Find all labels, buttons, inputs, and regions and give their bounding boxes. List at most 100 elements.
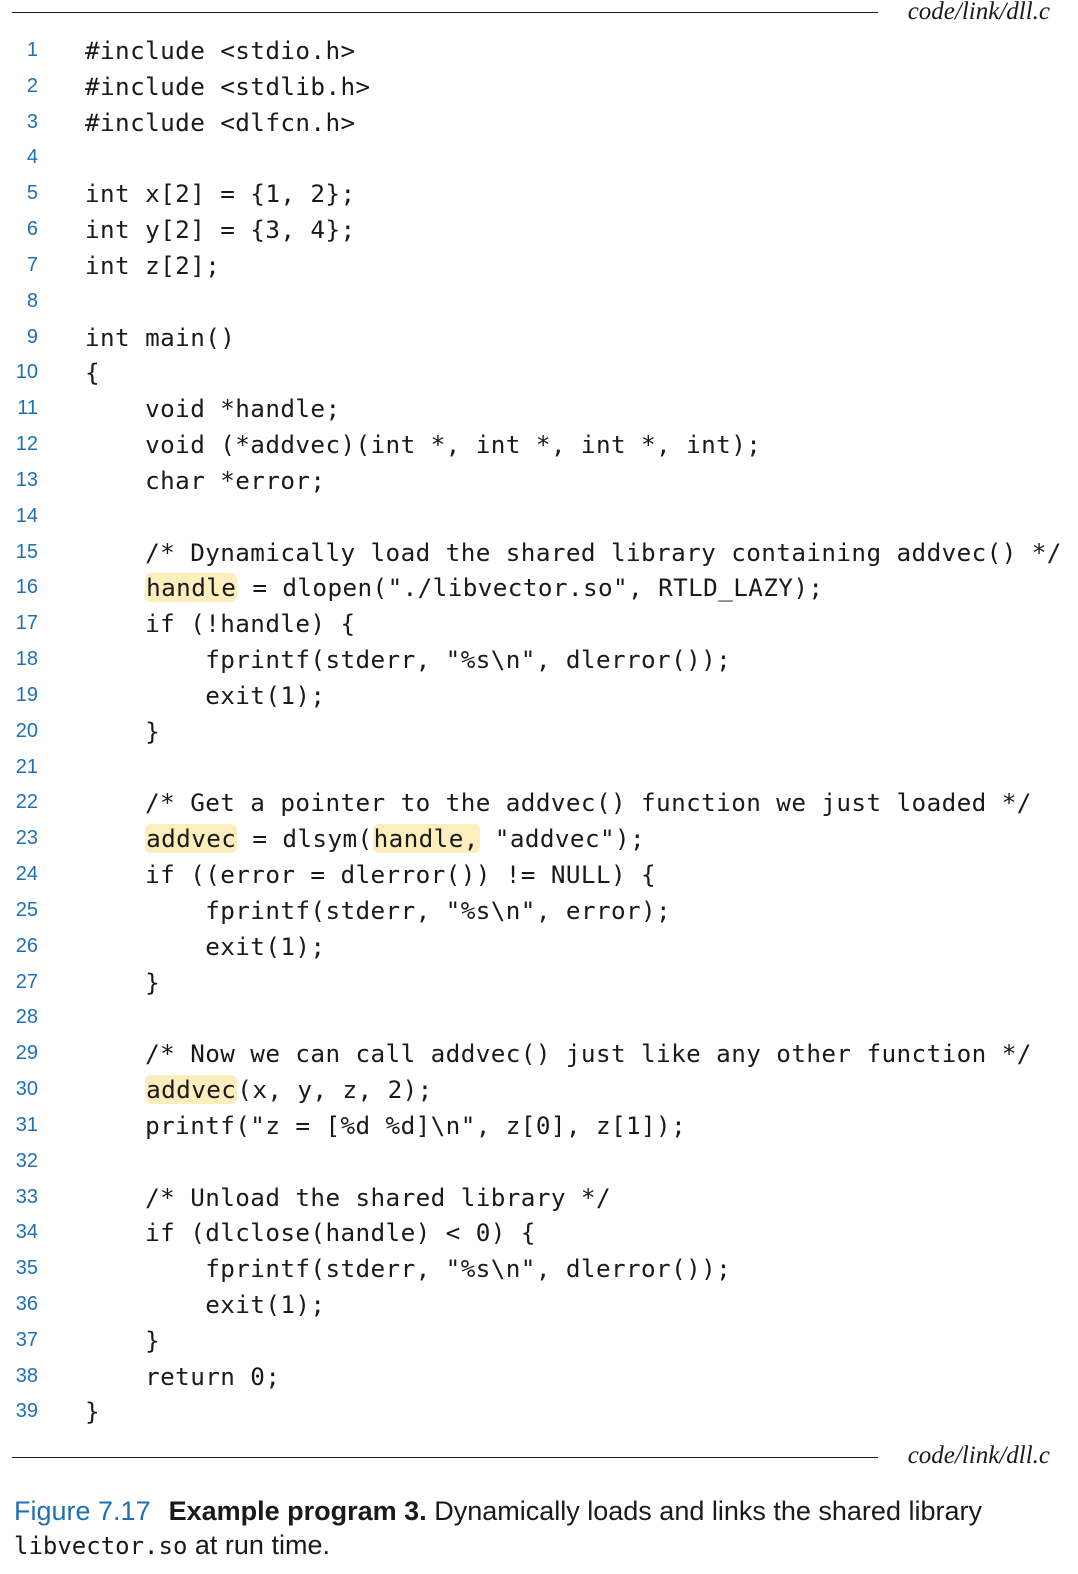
code-line: 13 char *error; <box>0 464 1078 500</box>
code-text: } <box>85 1397 101 1427</box>
file-label-top: code/link/dll.c <box>907 0 1050 25</box>
line-number: 39 <box>15 1400 38 1423</box>
code-line: 28 <box>0 1001 1078 1037</box>
code-line: 5 int x[2] = {1, 2}; <box>0 177 1078 213</box>
code-line: 4 <box>0 141 1078 177</box>
highlighted-token: addvec <box>145 1075 238 1105</box>
code-line: 25 fprintf(stderr, "%s\n", error); <box>0 894 1078 930</box>
code-line: 17 if (!handle) { <box>0 607 1078 643</box>
code-line: 33 /* Unload the shared library */ <box>0 1181 1078 1217</box>
line-number: 13 <box>15 468 38 491</box>
line-number: 18 <box>15 648 38 671</box>
code-line: 39} <box>0 1395 1078 1431</box>
code-line: 2 #include <stdlib.h> <box>0 70 1078 106</box>
code-text: void *handle; <box>85 394 341 424</box>
code-line: 16 handle = dlopen("./libvector.so", RTL… <box>0 571 1078 607</box>
code-line: 24 if ((error = dlerror()) != NULL) { <box>0 858 1078 894</box>
code-line: 23 addvec = dlsym(handle, "addvec"); <box>0 822 1078 858</box>
code-text: handle = dlopen("./libvector.so", RTLD_L… <box>145 573 824 603</box>
highlighted-token: handle, <box>372 824 480 854</box>
caption-text: Dynamically loads and links the shared l… <box>434 1496 982 1526</box>
file-label-bottom: code/link/dll.c <box>907 1442 1050 1469</box>
highlighted-token: handle <box>145 573 238 603</box>
code-listing: 1 #include <stdio.h> 2 #include <stdlib.h> 3… <box>0 34 1078 1431</box>
code-line: 10 { <box>0 356 1078 392</box>
line-number: 2 <box>26 74 38 97</box>
caption-text-after: at run time. <box>194 1530 330 1560</box>
code-line: 37 } <box>0 1324 1078 1360</box>
line-number: 4 <box>26 146 38 169</box>
line-number: 29 <box>15 1042 38 1065</box>
line-number: 10 <box>15 361 38 384</box>
line-number: 6 <box>26 218 38 241</box>
line-number: 1 <box>26 39 38 61</box>
code-text: printf("z = [%d %d]\n", z[0], z[1]); <box>85 1110 687 1140</box>
code-text: #include <stdio.h> <box>85 36 356 65</box>
code-line: 30 addvec(x, y, z, 2); <box>0 1073 1078 1109</box>
line-number: 8 <box>26 289 38 312</box>
code-text: { <box>85 358 101 388</box>
code-text: #include <dlfcn.h> <box>85 107 356 137</box>
code-text: addvec = dlsym(handle, "addvec"); <box>145 824 646 854</box>
code-line: 1 #include <stdio.h> <box>0 34 1078 70</box>
code-text: } <box>85 1325 161 1355</box>
code-line: 21 <box>0 751 1078 787</box>
code-text: addvec(x, y, z, 2); <box>145 1075 433 1105</box>
code-line: 11 void *handle; <box>0 392 1078 428</box>
code-text: if (!handle) { <box>85 609 356 639</box>
code-line: 18 fprintf(stderr, "%s\n", dlerror()); <box>0 643 1078 679</box>
code-line: 26 exit(1); <box>0 930 1078 966</box>
figure-number: Figure 7.17 <box>14 1496 151 1526</box>
line-number: 21 <box>15 755 38 778</box>
code-line: 9 int main() <box>0 321 1078 357</box>
code-line: 27 } <box>0 966 1078 1002</box>
code-line: 38 return 0; <box>0 1360 1078 1396</box>
code-line: 32 <box>0 1145 1078 1181</box>
line-number: 11 <box>17 397 38 420</box>
code-text: /* Unload the shared library */ <box>85 1182 611 1212</box>
code-text: /* Dynamically load the shared library c… <box>85 537 1062 567</box>
code-line: 34 if (dlclose(handle) < 0) { <box>0 1216 1078 1252</box>
code-line: 36 exit(1); <box>0 1288 1078 1324</box>
code-text: fprintf(stderr, "%s\n", error); <box>85 895 672 925</box>
code-line: 8 <box>0 285 1078 321</box>
line-number: 24 <box>15 863 38 886</box>
line-number: 25 <box>15 898 38 921</box>
line-number: 15 <box>15 540 38 563</box>
line-number: 17 <box>15 612 38 635</box>
line-number: 33 <box>15 1185 38 1208</box>
top-rule <box>12 12 878 13</box>
code-text: /* Now we can call addvec() just like an… <box>85 1039 1032 1069</box>
code-text: #include <stdlib.h> <box>85 71 371 101</box>
line-number: 28 <box>15 1006 38 1029</box>
code-line: 20 } <box>0 715 1078 751</box>
line-number: 23 <box>15 827 38 850</box>
code-line: 15 /* Dynamically load the shared librar… <box>0 536 1078 572</box>
code-text: } <box>85 716 161 746</box>
line-number: 27 <box>15 970 38 993</box>
code-line: 3 #include <dlfcn.h> <box>0 106 1078 142</box>
code-text: void (*addvec)(int *, int *, int *, int)… <box>85 430 762 460</box>
line-number: 5 <box>26 182 38 205</box>
code-text: char *error; <box>85 465 326 495</box>
line-number: 3 <box>26 110 38 133</box>
line-number: 20 <box>15 719 38 742</box>
code-line: 35 fprintf(stderr, "%s\n", dlerror()); <box>0 1252 1078 1288</box>
caption-code-term: libvector.so <box>14 1532 188 1560</box>
line-number: 22 <box>15 791 38 814</box>
code-text: } <box>85 967 161 997</box>
code-line: 6 int y[2] = {3, 4}; <box>0 213 1078 249</box>
line-number: 14 <box>15 504 38 527</box>
code-line: 14 <box>0 500 1078 536</box>
code-text: int x[2] = {1, 2}; <box>85 179 356 209</box>
code-text: /* Get a pointer to the addvec() functio… <box>85 788 1032 818</box>
line-number: 31 <box>15 1113 38 1136</box>
line-number: 9 <box>26 325 38 348</box>
code-line: 12 void (*addvec)(int *, int *, int *, i… <box>0 428 1078 464</box>
line-number: 37 <box>15 1328 38 1351</box>
code-text: int y[2] = {3, 4}; <box>85 215 356 245</box>
code-text: int main() <box>85 322 236 352</box>
line-number: 35 <box>15 1257 38 1280</box>
code-line: 29 /* Now we can call addvec() just like… <box>0 1037 1078 1073</box>
